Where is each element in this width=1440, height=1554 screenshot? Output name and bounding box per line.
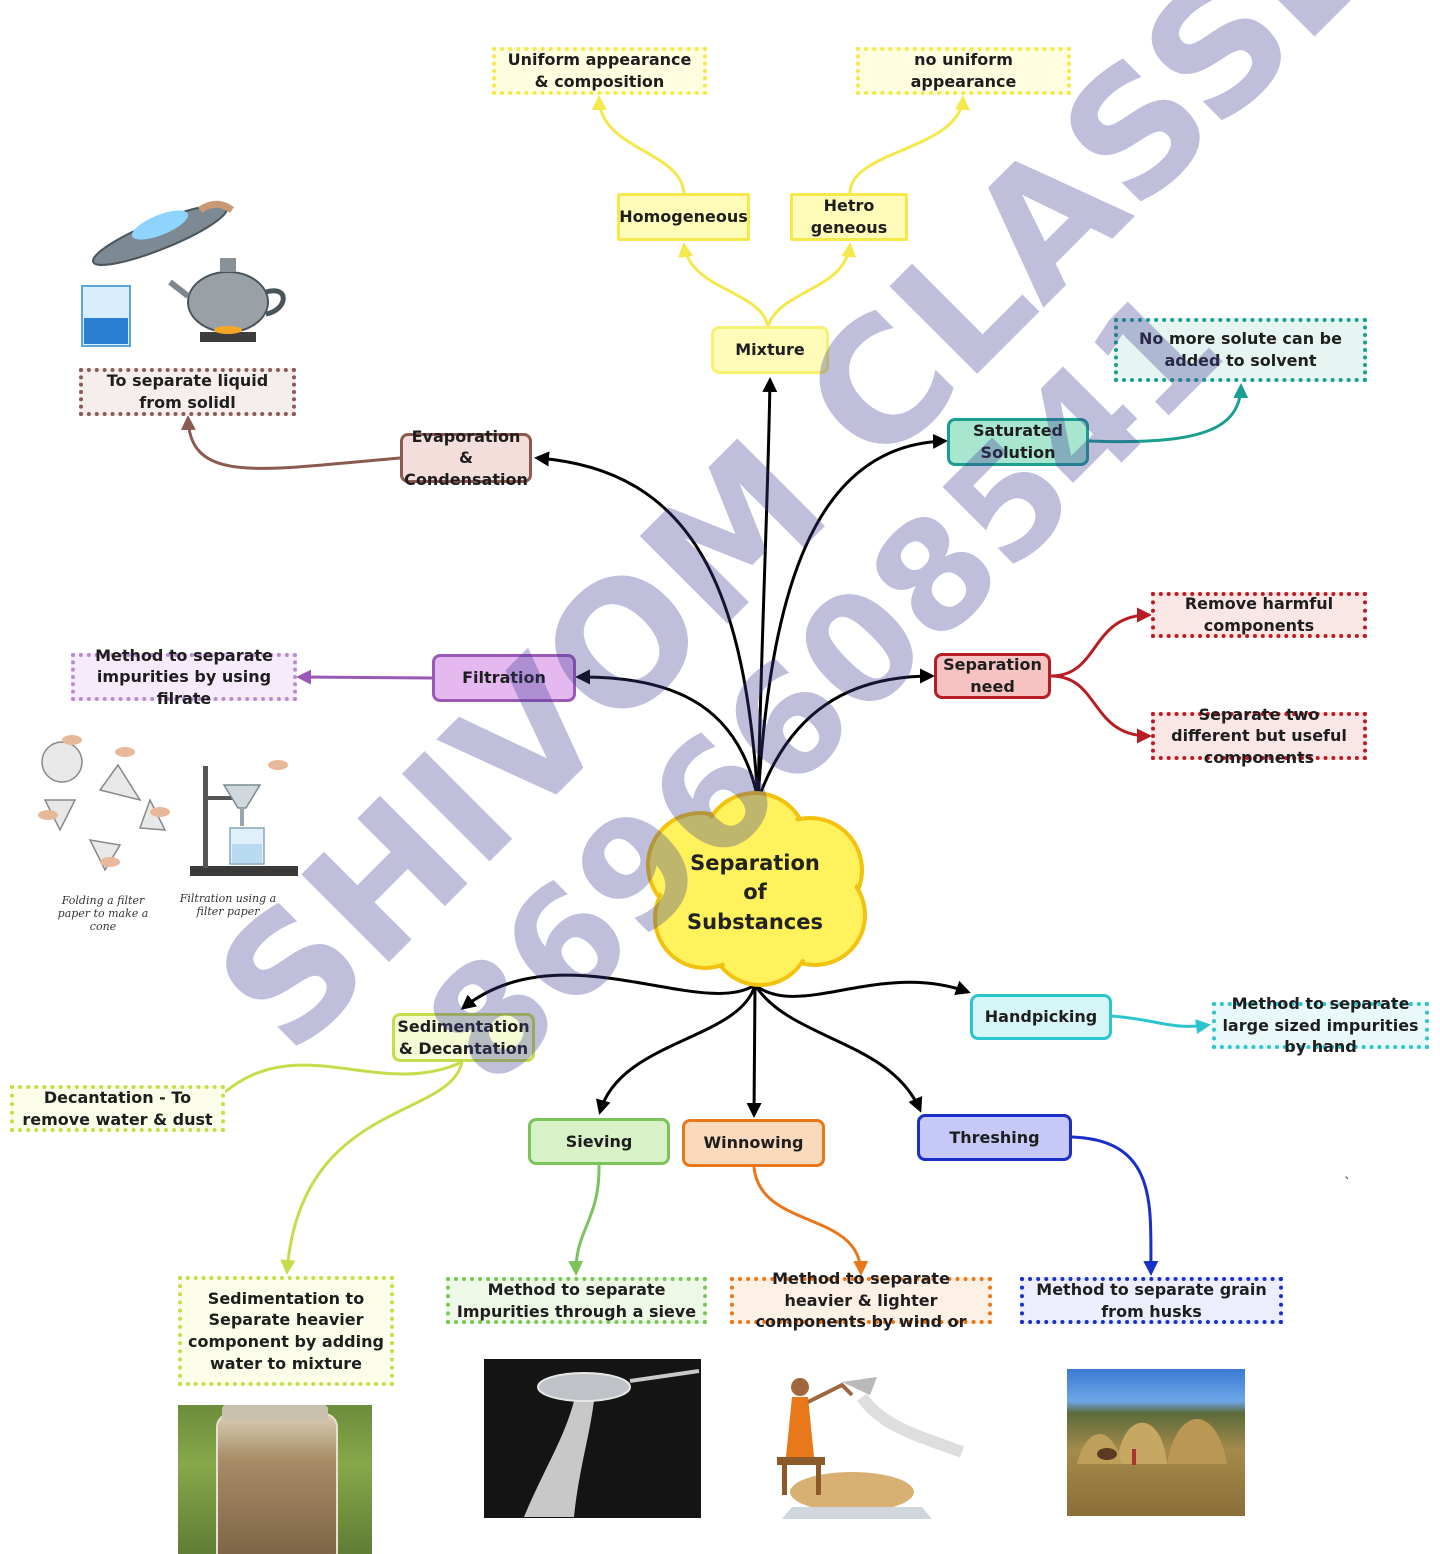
handpicking-node: Handpicking xyxy=(970,994,1112,1040)
sieving-node: Sieving xyxy=(528,1118,670,1165)
threshing-drawing xyxy=(1077,1419,1227,1465)
uniform-appearance-note: Uniform appearance & composition xyxy=(492,47,707,95)
no-uniform-appearance-note: no uniform appearance xyxy=(856,47,1071,95)
sedimentation-decantation-node: Sedimentation & Decantation xyxy=(392,1013,535,1062)
threshing-photo xyxy=(1067,1369,1245,1516)
winnowing-photo xyxy=(772,1357,972,1519)
winnowing-drawing xyxy=(777,1377,965,1519)
heterogeneous-node: Hetro geneous xyxy=(790,193,908,241)
sieving-photo xyxy=(484,1359,701,1518)
heterogeneous-line1: Hetro xyxy=(823,196,875,216)
saturated-solution-node: Saturated Solution xyxy=(947,418,1089,466)
sieve-drawing xyxy=(524,1369,700,1517)
heterogeneous-line2: geneous xyxy=(810,218,888,237)
separation-need-node: Separation need xyxy=(934,653,1051,699)
folding-filter-caption: Folding a filter paper to make a cone xyxy=(57,894,149,934)
decantation-description-note: Decantation - To remove water & dust xyxy=(10,1085,225,1132)
sieving-description-note: Method to separate Impurities through a … xyxy=(446,1277,707,1324)
no-more-solute-note: No more solute can be added to solvent xyxy=(1114,318,1367,382)
winnowing-description-note: Method to separate heavier & lighter com… xyxy=(730,1269,992,1331)
jar-body xyxy=(216,1413,338,1554)
evaporation-condensation-node: Evaporation & Condensation xyxy=(400,427,532,489)
remove-harmful-note: Remove harmful components xyxy=(1151,592,1367,638)
threshing-node: Threshing xyxy=(917,1114,1072,1161)
central-topic-line2: of xyxy=(743,880,767,905)
homogeneous-node: Homogeneous xyxy=(617,193,750,241)
separate-two-components-note: Separate two different but useful compon… xyxy=(1151,705,1367,767)
stray-mark: ` xyxy=(1344,1176,1351,1192)
filtration-node: Filtration xyxy=(432,654,576,702)
winnowing-node: Winnowing xyxy=(682,1119,825,1167)
sedimentation-jar-photo xyxy=(178,1405,372,1554)
sedimentation-description-note: Sedimentation to Separate heavier compon… xyxy=(178,1276,394,1386)
liquid-from-solid-note: To separate liquid from solidl xyxy=(79,368,296,416)
threshing-description-note: Method to separate grain from husks xyxy=(1020,1277,1283,1324)
central-topic-line3: Substances xyxy=(687,909,823,934)
filtration-description-note: Method to separate impurities by using f… xyxy=(71,646,297,708)
handpicking-description-note: Method to separate large sized impuritie… xyxy=(1212,994,1429,1056)
central-topic: Separation of Substances xyxy=(660,838,850,948)
jar-lid xyxy=(222,1405,328,1421)
mixture-node: Mixture xyxy=(711,326,829,374)
central-topic-line1: Separation xyxy=(690,850,820,875)
filtration-photo-caption: Filtration using a filter paper xyxy=(179,892,277,919)
